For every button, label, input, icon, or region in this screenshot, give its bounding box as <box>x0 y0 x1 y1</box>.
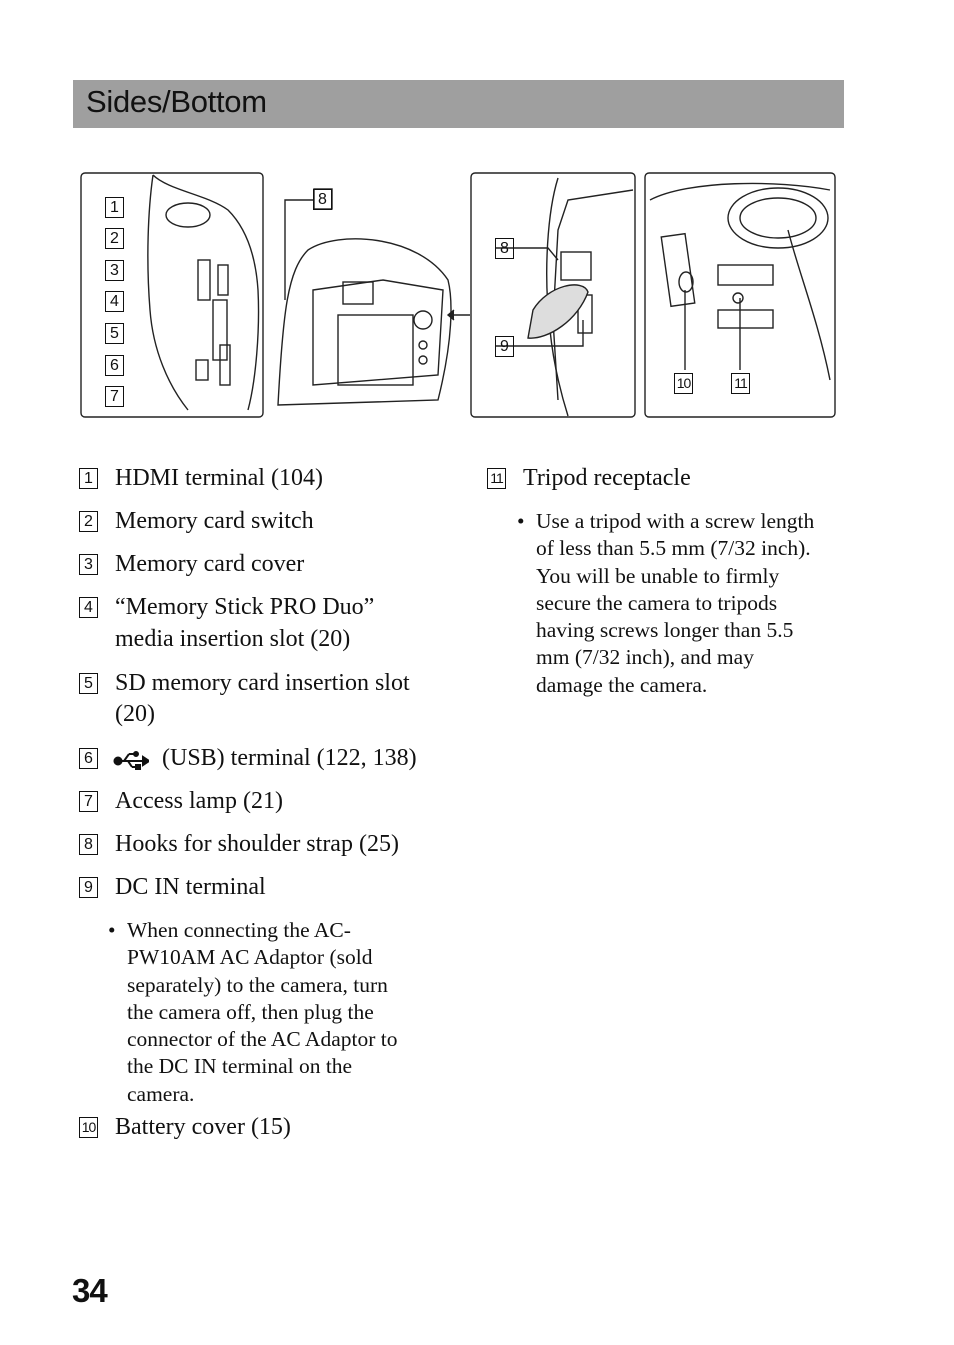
note-line: Use a tripod with a screw length <box>536 509 815 533</box>
usb-icon <box>113 749 151 780</box>
item-label-line2: (20) <box>115 701 155 727</box>
note-line: When connecting the AC- <box>127 918 351 942</box>
note-line: of less than 5.5 mm (7/32 inch). <box>536 536 811 561</box>
note-line: secure the camera to tripods <box>536 590 778 615</box>
item-label-line1: “Memory Stick PRO Duo” <box>115 594 375 620</box>
item-label: HDMI terminal (104) <box>115 465 323 491</box>
camera-diagram <box>80 172 836 418</box>
item-number: 6 <box>79 748 98 769</box>
strap-view-frame <box>470 172 636 418</box>
callout-8: 8 <box>313 189 332 210</box>
item-label: DC IN terminal <box>115 874 266 900</box>
item-label: Access lamp (21) <box>115 788 283 814</box>
note-line: connector of the AC Adaptor to <box>127 1027 398 1052</box>
callout-4: 4 <box>105 291 124 312</box>
item-number: 9 <box>79 877 98 898</box>
item-number: 8 <box>79 834 98 855</box>
item-label-line2: media insertion slot (20) <box>115 626 351 652</box>
item-number: 3 <box>79 554 98 575</box>
note-line: the DC IN terminal on the <box>127 1054 353 1079</box>
camera-illustration: 1 2 3 4 5 6 7 8 8 9 10 11 <box>78 170 838 422</box>
callout-7: 7 <box>105 386 124 407</box>
item-number: 5 <box>79 673 98 694</box>
bottom-view-frame <box>644 172 836 418</box>
item-number: 11 <box>487 468 506 489</box>
item-number: 2 <box>79 511 98 532</box>
callout-5: 5 <box>105 323 124 344</box>
callout-2: 2 <box>105 228 124 249</box>
item-label-line1: SD memory card insertion slot <box>115 670 410 696</box>
note-line: separately) to the camera, turn <box>127 972 388 997</box>
note-text: Use a tripod with a screw length of less… <box>536 508 814 699</box>
callout-11: 11 <box>731 373 750 394</box>
section-header-bar: Sides/Bottom <box>73 80 844 128</box>
item-label: (USB) terminal (122, 138) <box>162 745 417 771</box>
tripod-note: • Use a tripod with a screw length of le… <box>517 508 847 700</box>
item-label: Hooks for shoulder strap (25) <box>115 831 399 857</box>
note-line: You will be unable to firmly <box>536 563 780 588</box>
note-line: mm (7/32 inch), and may <box>536 645 754 670</box>
item-number: 4 <box>79 597 98 618</box>
bullet: • <box>108 918 116 942</box>
item-label: Battery cover (15) <box>115 1114 291 1140</box>
bullet: • <box>517 509 525 533</box>
note-line: PW10AM AC Adaptor (sold <box>127 945 373 970</box>
item-number: 10 <box>79 1117 98 1138</box>
note-line: camera. <box>127 1081 195 1106</box>
callout-9: 9 <box>495 336 514 357</box>
dc-in-note: • When connecting the AC- PW10AM AC Adap… <box>108 917 438 1109</box>
note-line: damage the camera. <box>536 672 708 697</box>
note-text: When connecting the AC- PW10AM AC Adapto… <box>127 917 397 1108</box>
note-line: the camera off, then plug the <box>127 999 374 1024</box>
item-number: 7 <box>79 791 98 812</box>
page-number: 34 <box>72 1272 108 1309</box>
callout-3: 3 <box>105 260 124 281</box>
section-title: Sides/Bottom <box>86 84 267 119</box>
side-view-frame <box>80 172 264 418</box>
item-label: Memory card cover <box>115 551 305 577</box>
callout-6: 6 <box>105 355 124 376</box>
item-number: 1 <box>79 468 98 489</box>
callout-10: 10 <box>674 373 693 394</box>
note-line: having screws longer than 5.5 <box>536 618 794 643</box>
item-label: Tripod receptacle <box>523 465 691 491</box>
callout-1: 1 <box>105 197 124 218</box>
item-label: Memory card switch <box>115 508 314 534</box>
callout-8b: 8 <box>495 238 514 259</box>
